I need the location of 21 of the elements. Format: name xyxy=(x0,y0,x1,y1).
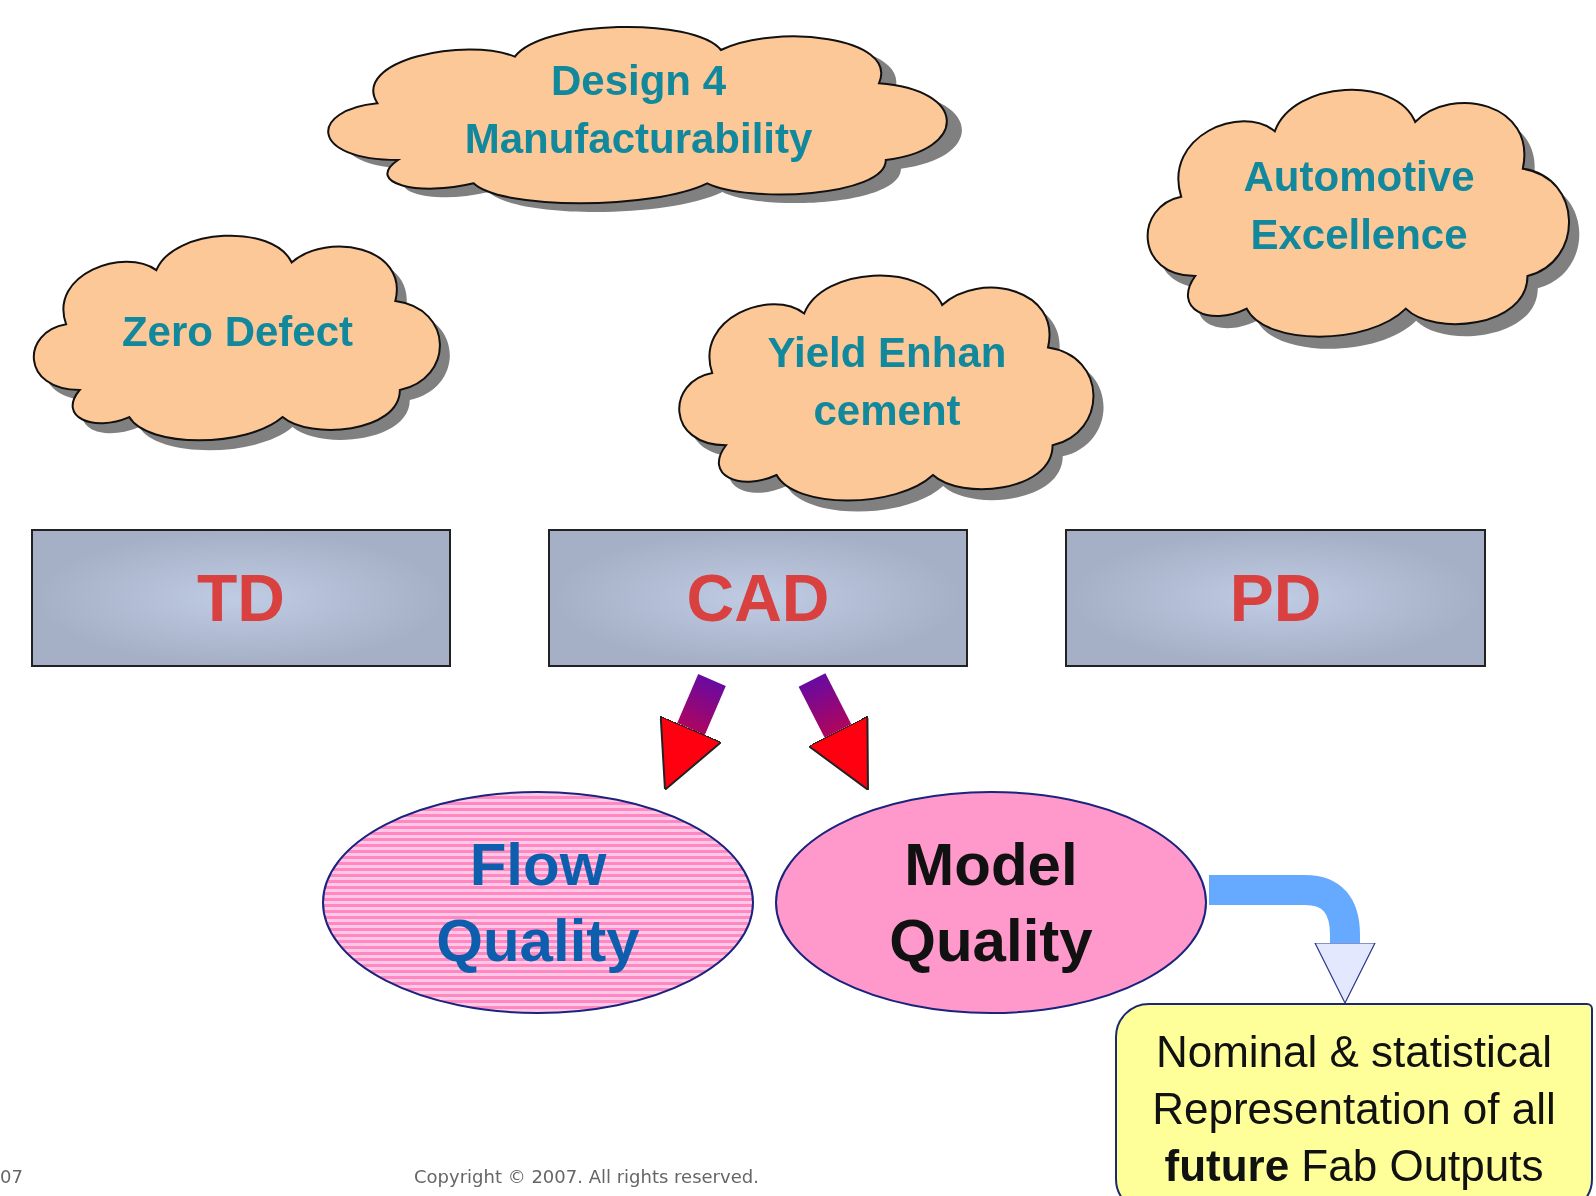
node-label: Automotive Excellence xyxy=(1242,152,1476,260)
node-label: Yield Enhancement xyxy=(766,327,1008,436)
block-arrow xyxy=(1209,875,1376,1004)
node-label: Model Quality xyxy=(888,829,1094,976)
page-number: 07 xyxy=(0,1166,23,1187)
node-label: Design 4 Manufacturability xyxy=(463,56,814,164)
footer-text: Copyright © 2007. All rights reserved. xyxy=(414,1166,759,1187)
block-arrow xyxy=(659,674,726,791)
rectangle-box xyxy=(1065,529,1486,667)
rectangle-box xyxy=(548,529,968,667)
note-box xyxy=(1115,1003,1593,1196)
block-arrow xyxy=(798,673,869,791)
note-text: Nominal & statistical Representation of all future Fab Outputs xyxy=(1151,1025,1557,1192)
node-label: TD xyxy=(197,560,285,636)
rectangle-box xyxy=(31,529,451,667)
node-label: CAD xyxy=(686,560,830,636)
node-label: PD xyxy=(1229,560,1322,636)
ellipse-node xyxy=(774,790,1208,1015)
node-label: Flow Quality xyxy=(435,829,641,976)
node-label: Zero Defect xyxy=(121,307,354,357)
ellipse-node xyxy=(321,790,755,1015)
